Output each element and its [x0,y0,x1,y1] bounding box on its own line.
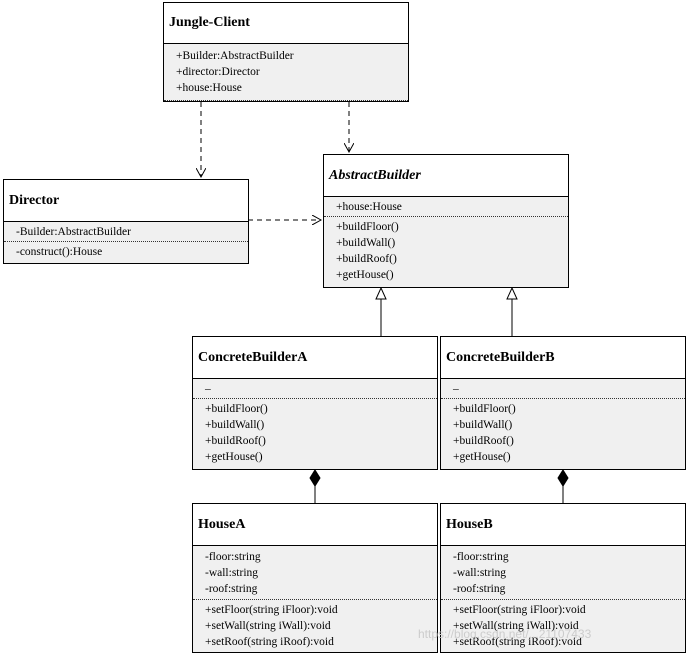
class-name: HouseB [441,504,685,546]
operation: +getHouse() [453,451,511,463]
operations-section: +buildFloor() +buildWall() +buildRoof() … [324,217,568,287]
attribute: +director:Director [176,66,260,78]
composition-a [309,469,321,503]
watermark: https://blog.csdn.net/...21107433 [418,627,592,641]
operation: +buildWall() [205,419,265,431]
attributes-section: +Builder:AbstractBuilder +director:Direc… [164,44,408,101]
operation: +setRoof(string iRoof):void [453,636,582,648]
class-name: AbstractBuilder [324,155,568,197]
operation: +setRoof(string iRoof):void [205,636,334,648]
attribute: +house:House [336,201,402,213]
operations-section: +setFloor(string iFloor):void +setWall(s… [193,600,437,652]
operation: +setWall(string iWall):void [205,620,331,632]
class-name: Director [4,180,248,222]
attributes-section: +house:House [324,197,568,217]
operation: +buildFloor() [205,403,268,415]
class-house-b: HouseB -floor:string -wall:string -roof:… [440,503,686,653]
attribute: – [453,383,459,395]
operation: +getHouse() [205,451,263,463]
attribute: -floor:string [453,551,509,563]
attribute: -Builder:AbstractBuilder [16,226,131,238]
attribute: -roof:string [453,583,506,595]
class-jungle-client: Jungle-Client +Builder:AbstractBuilder +… [163,2,409,102]
attributes-section: -floor:string -wall:string -roof:string [193,546,437,600]
operation: +setWall(string iWall):void [453,620,579,632]
class-name: ConcreteBuilderB [441,337,685,379]
attribute: +Builder:AbstractBuilder [176,50,294,62]
attributes-section: -floor:string -wall:string -roof:string [441,546,685,600]
attribute: -wall:string [453,567,507,579]
operation: +buildFloor() [453,403,516,415]
class-concrete-builder-a: ConcreteBuilderA – +buildFloor() +buildW… [192,336,438,470]
operation: +buildRoof() [205,435,266,447]
attribute: -floor:string [205,551,261,563]
generalization-a [375,286,387,336]
operations-section: +setFloor(string iFloor):void +setWall(s… [441,600,685,652]
operation: -construct():House [16,246,103,258]
class-name: ConcreteBuilderA [193,337,437,379]
operation: +buildWall() [336,237,396,249]
composition-b [557,469,569,503]
attributes-section: – [193,379,437,399]
class-house-a: HouseA -floor:string -wall:string -roof:… [192,503,438,653]
operations-section: +buildFloor() +buildWall() +buildRoof() … [441,399,685,469]
class-name: HouseA [193,504,437,546]
operation: +setFloor(string iFloor):void [205,604,338,616]
operation: +setFloor(string iFloor):void [453,604,586,616]
generalization-b [506,286,518,336]
operation: +getHouse() [336,269,394,281]
operation: +buildFloor() [336,221,399,233]
attributes-section: – [441,379,685,399]
class-concrete-builder-b: ConcreteBuilderB – +buildFloor() +buildW… [440,336,686,470]
attribute: -wall:string [205,567,259,579]
class-director: Director -Builder:AbstractBuilder -const… [3,179,249,264]
operation: +buildRoof() [453,435,514,447]
operations-section: -construct():House [4,242,248,263]
attribute: -roof:string [205,583,258,595]
attribute: +house:House [176,82,242,94]
operation: +buildWall() [453,419,513,431]
class-abstract-builder: AbstractBuilder +house:House +buildFloor… [323,154,569,288]
attribute: – [205,383,211,395]
operations-section: +buildFloor() +buildWall() +buildRoof() … [193,399,437,469]
class-name: Jungle-Client [164,3,408,44]
operation: +buildRoof() [336,253,397,265]
attributes-section: -Builder:AbstractBuilder [4,222,248,242]
